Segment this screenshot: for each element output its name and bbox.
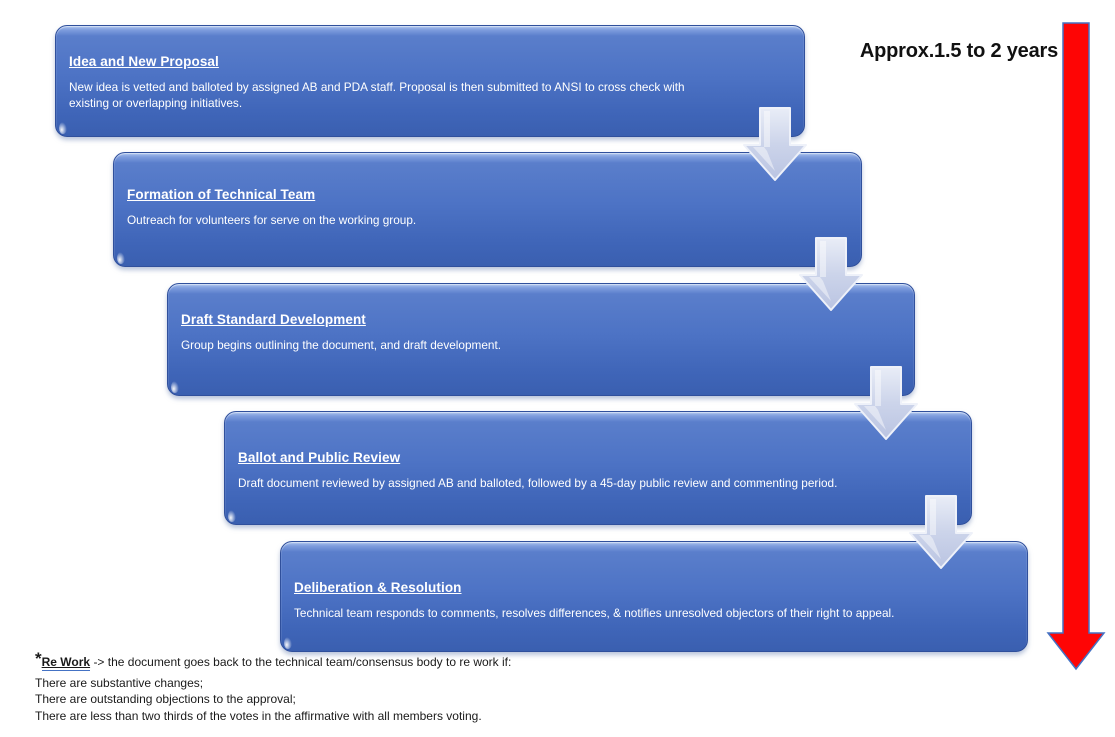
stage-description: Draft document reviewed by assigned AB a…	[238, 476, 838, 490]
down-arrow-icon	[909, 495, 973, 569]
stage-box-draft-standard-development: Draft Standard Development Group begins …	[167, 283, 915, 396]
footnote-condition: There are less than two thirds of the vo…	[35, 708, 482, 723]
stage-description: Technical team responds to comments, res…	[294, 606, 895, 620]
footnote-term: Re Work	[41, 655, 91, 671]
stage-title: Deliberation & Resolution	[294, 580, 462, 595]
footnote: *Re Work -> the document goes back to th…	[35, 649, 675, 724]
footnote-asterisk: *	[35, 649, 42, 668]
stage-title: Ballot and Public Review	[238, 450, 401, 465]
stage-box-idea-and-new-proposal: Idea and New Proposal New idea is vetted…	[55, 25, 805, 137]
stage-title: Draft Standard Development	[181, 312, 366, 327]
stage-box-ballot-and-public-review: Ballot and Public Review Draft document …	[224, 411, 972, 525]
red-timeline-arrow-icon	[1046, 22, 1106, 671]
down-arrow-icon	[854, 366, 918, 440]
stage-box-deliberation-and-resolution: Deliberation & Resolution Technical team…	[280, 541, 1028, 652]
footnote-lead-text: -> the document goes back to the technic…	[93, 655, 512, 669]
footnote-lead-line: *Re Work -> the document goes back to th…	[35, 649, 675, 671]
stage-box-formation-of-technical-team: Formation of Technical Team Outreach for…	[113, 152, 862, 267]
stage-title: Formation of Technical Team	[127, 187, 316, 202]
timeline-duration-label: Approx.1.5 to 2 years	[859, 40, 1058, 62]
stage-title: Idea and New Proposal	[69, 54, 219, 69]
stage-description: Group begins outlining the document, and…	[181, 338, 502, 352]
footnote-condition: There are outstanding objections to the …	[35, 692, 296, 706]
stage-description: Outreach for volunteers for serve on the…	[127, 213, 417, 227]
down-arrow-icon	[799, 237, 863, 311]
footnote-condition: There are substantive changes;	[35, 675, 204, 690]
stage-description: New idea is vetted and balloted by assig…	[69, 80, 685, 110]
down-arrow-icon	[743, 107, 807, 181]
